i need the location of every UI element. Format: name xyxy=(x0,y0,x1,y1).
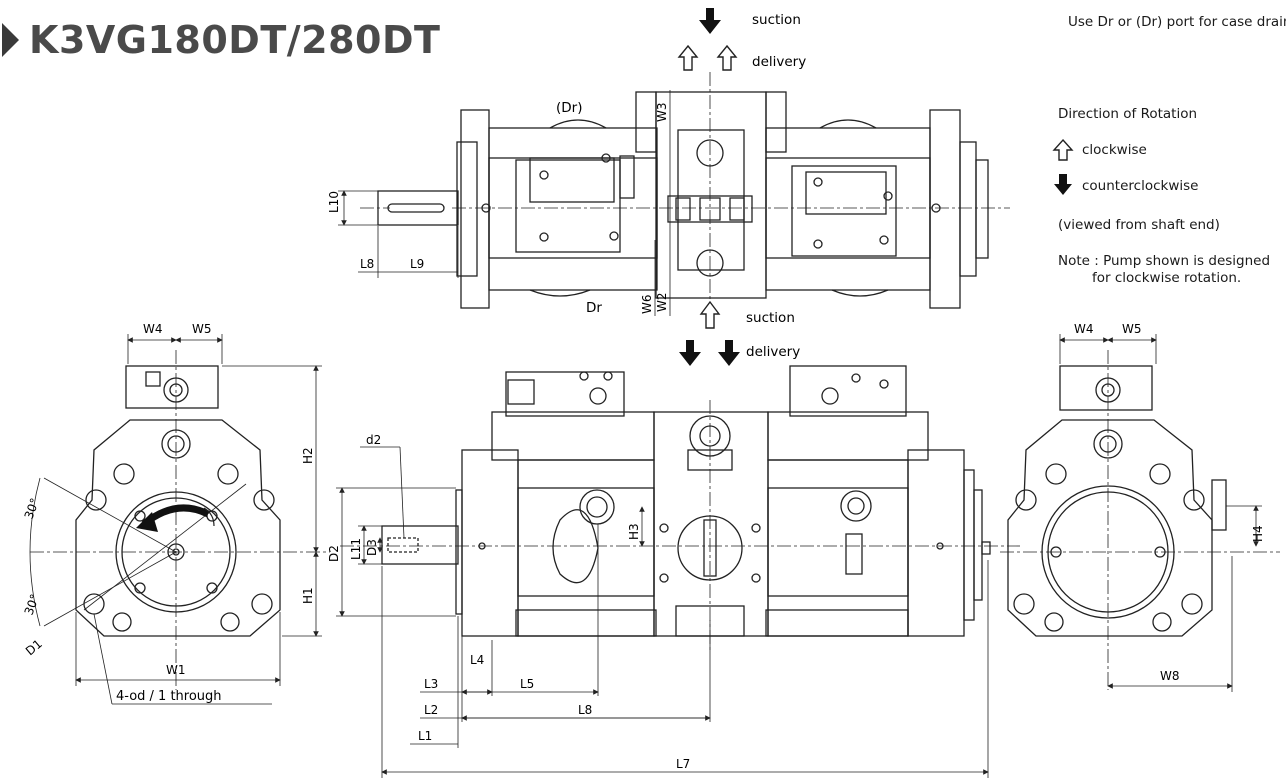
dim-L10: L10 xyxy=(327,191,341,213)
dim-L9: L9 xyxy=(410,257,424,271)
dim-W1: W1 xyxy=(166,663,186,677)
delivery-mid-label: delivery xyxy=(746,344,800,360)
dim-L8-top: L8 xyxy=(360,257,374,271)
dim-H4: H4 xyxy=(1251,525,1265,542)
dim-W4-left: W4 xyxy=(143,322,163,336)
dim-L8-bottom: L8 xyxy=(578,703,592,717)
dim-L1: L1 xyxy=(418,729,432,743)
delivery-top-label: delivery xyxy=(752,54,806,70)
side-view-dimensions xyxy=(336,446,1259,778)
dim-W2: W2 xyxy=(655,293,669,313)
hollow-up-arrow-icon xyxy=(1052,138,1074,161)
dim-L5: L5 xyxy=(520,677,534,691)
dr-paren-label: (Dr) xyxy=(556,100,582,116)
suction-mid-label: suction xyxy=(746,310,795,326)
top-view-dimensions xyxy=(338,90,671,316)
rotation-clockwise-label: clockwise xyxy=(1082,142,1147,158)
pump-note-line2: for clockwise rotation. xyxy=(1092,270,1242,286)
suction-top-arrow-icon xyxy=(699,8,721,34)
dim-W5-left: W5 xyxy=(192,322,212,336)
dim-W4-right: W4 xyxy=(1074,322,1094,336)
rotation-arrow-icon xyxy=(136,504,215,532)
dim-H3: H3 xyxy=(627,523,641,540)
solid-down-arrow-icon xyxy=(1054,174,1072,195)
through-hole-note: 4-od / 1 through xyxy=(116,689,222,704)
page-title: K3VG180DT/280DT xyxy=(29,18,441,62)
dim-L3: L3 xyxy=(424,677,438,691)
title-block: K3VG180DT/280DT xyxy=(0,14,440,66)
right-end-view xyxy=(1000,350,1280,690)
right-end-dimensions xyxy=(1059,334,1262,692)
dim-D2: D2 xyxy=(327,545,341,562)
left-end-view xyxy=(30,350,330,690)
dim-H1: H1 xyxy=(301,587,315,604)
left-end-dimensions xyxy=(29,334,322,705)
dim-H2: H2 xyxy=(301,447,315,464)
delivery-top-arrows-icon xyxy=(677,44,738,71)
dim-D3: D3 xyxy=(365,539,379,556)
dim-d2: d2 xyxy=(366,433,381,447)
dim-W8: W8 xyxy=(1160,669,1180,683)
delivery-mid-arrows-icon xyxy=(679,340,740,366)
dr-label: Dr xyxy=(586,300,602,316)
dim-W5-right: W5 xyxy=(1122,322,1142,336)
angle-bottom: 30° xyxy=(22,592,42,617)
dim-L11: L11 xyxy=(349,538,363,560)
dim-D1: D1 xyxy=(23,637,45,659)
side-view xyxy=(340,365,1020,650)
top-view xyxy=(360,72,1010,309)
angle-top: 30° xyxy=(22,496,42,521)
case-drain-note: Use Dr or (Dr) port for case drain. xyxy=(1068,14,1286,30)
dim-L4: L4 xyxy=(470,653,484,667)
viewed-from-note: (viewed from shaft end) xyxy=(1058,217,1220,233)
rotation-heading: Direction of Rotation xyxy=(1058,106,1198,122)
pump-note-line1: Note : Pump shown is designed xyxy=(1058,253,1271,269)
dim-W3: W3 xyxy=(655,103,669,123)
rotation-counterclockwise-label: counterclockwise xyxy=(1082,178,1199,194)
title-arrow-icon xyxy=(2,23,19,57)
dim-W6: W6 xyxy=(640,295,654,315)
suction-top-label: suction xyxy=(752,12,801,28)
dim-L7: L7 xyxy=(676,757,690,771)
suction-mid-arrow-icon xyxy=(699,300,721,329)
dim-L2: L2 xyxy=(424,703,438,717)
